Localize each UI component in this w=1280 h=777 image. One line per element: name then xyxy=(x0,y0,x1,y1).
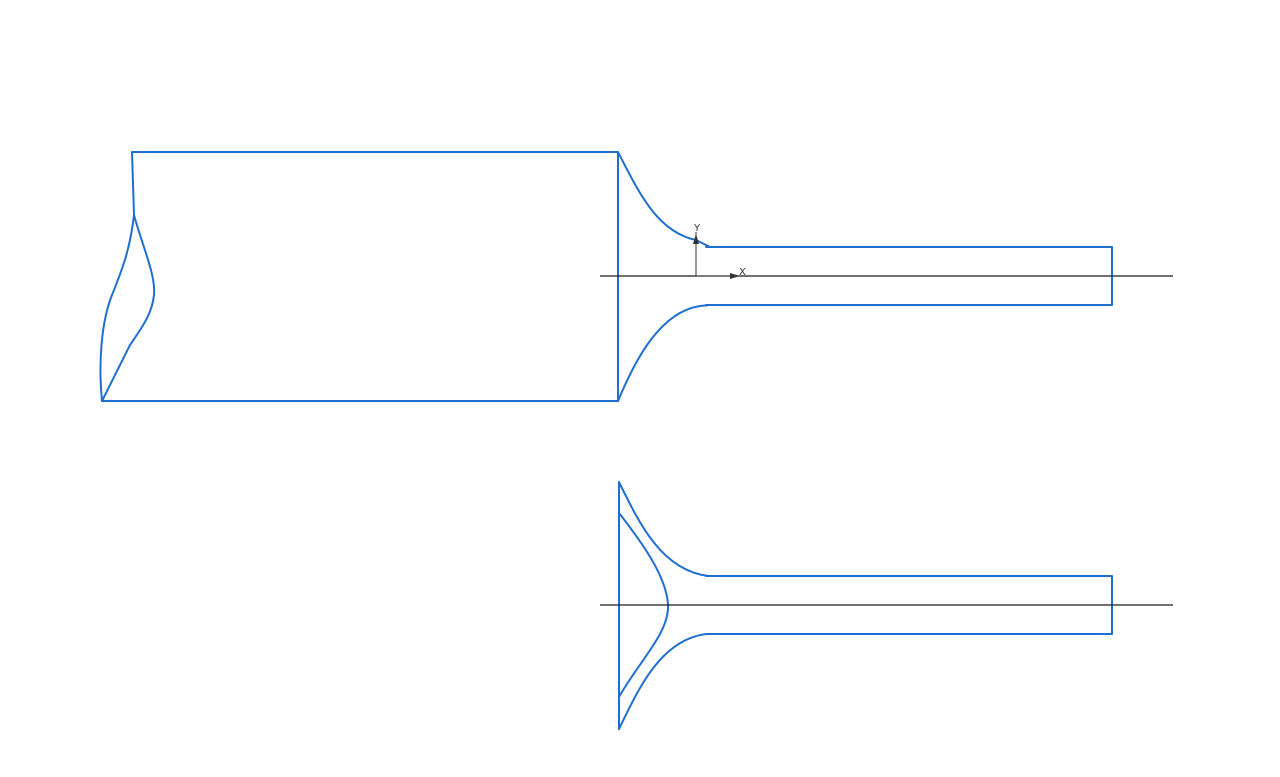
upper-body-wave-curve[interactable] xyxy=(101,214,156,402)
upper-neck-flare-bottom[interactable] xyxy=(617,304,711,402)
lower-profile-view xyxy=(600,481,1173,730)
ucs-y-label: Y xyxy=(693,223,701,234)
upper-profile-view xyxy=(99,151,1173,402)
x-axis-arrow-icon xyxy=(730,273,740,279)
ucs-x-label: X xyxy=(739,267,746,278)
upper-body-outline[interactable] xyxy=(99,151,619,402)
y-axis-arrow-icon xyxy=(693,234,699,244)
lower-flare-bottom[interactable] xyxy=(618,633,707,730)
ucs-icon: Y X xyxy=(693,223,746,279)
upper-neck-flare-top[interactable] xyxy=(617,151,711,248)
lower-flare-top[interactable] xyxy=(618,481,709,577)
lower-inner-bell-curve[interactable] xyxy=(618,512,670,698)
